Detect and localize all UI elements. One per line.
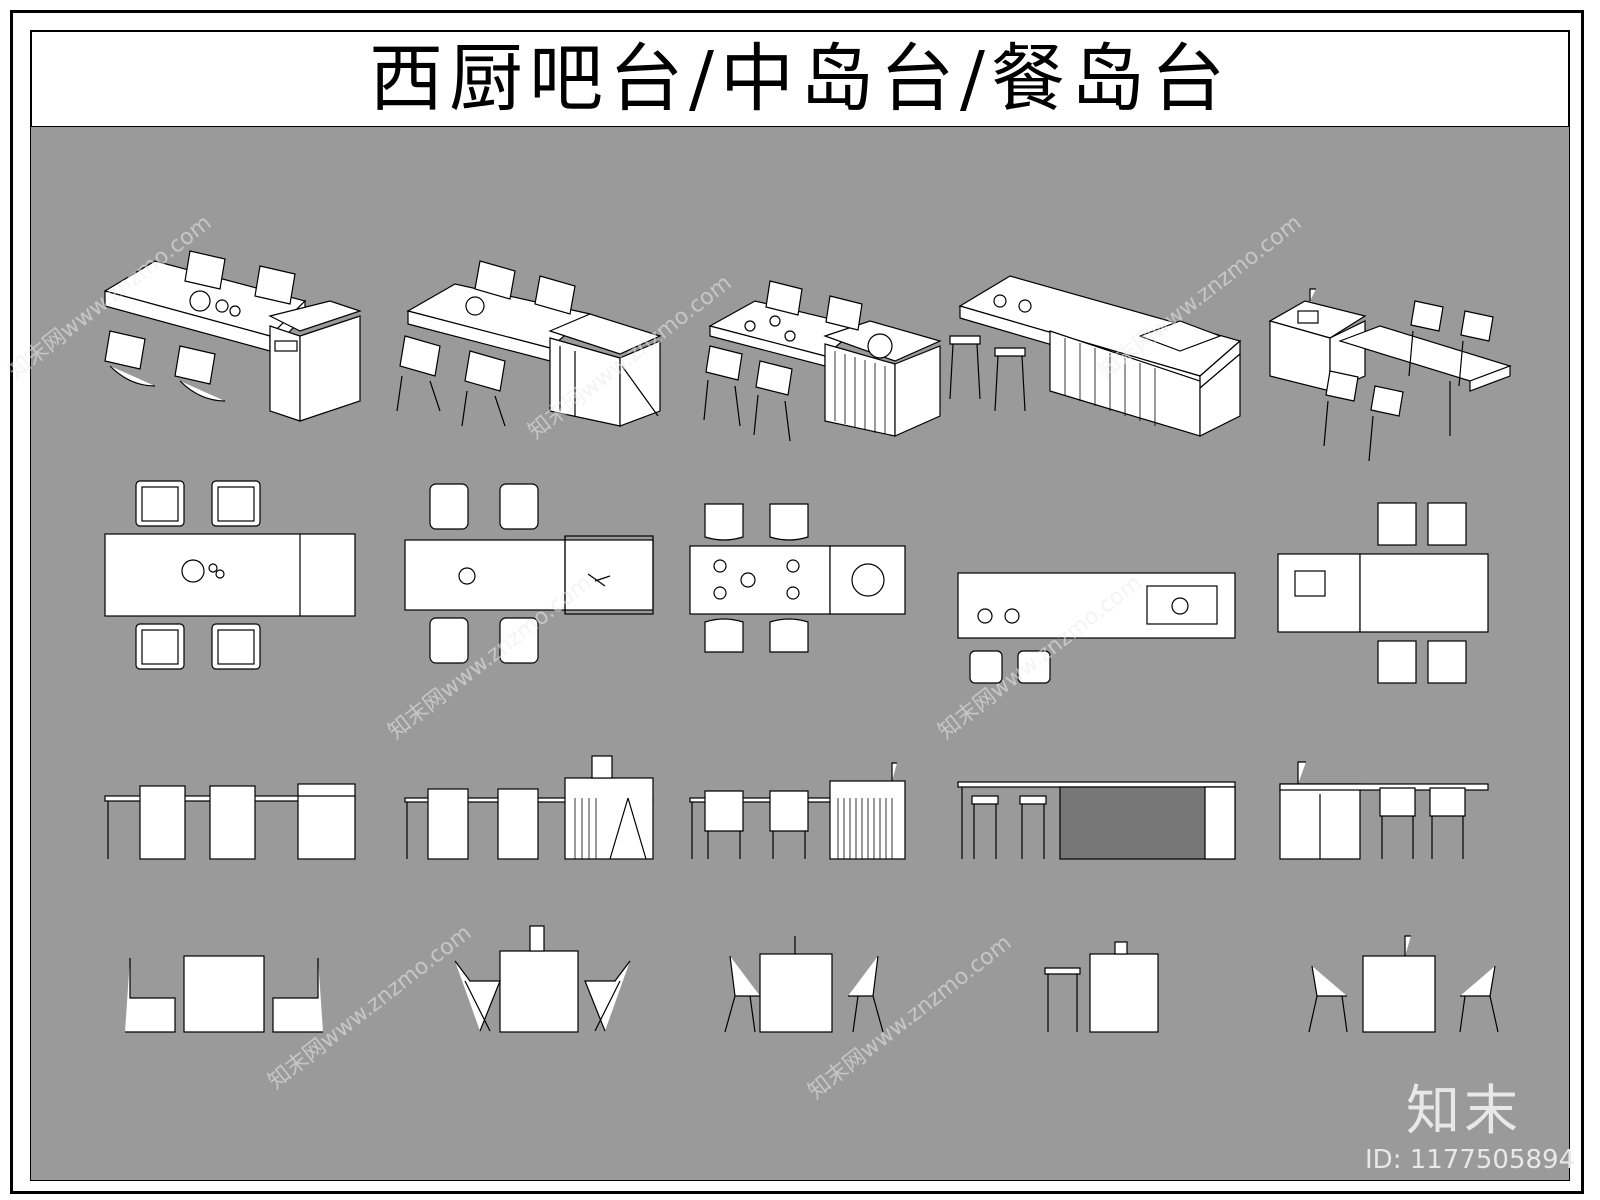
page-title: 西厨吧台/中岛台/餐岛台 [369, 36, 1231, 122]
front-dining-island [689, 762, 906, 860]
side-dining-island [724, 936, 884, 1033]
iso-dining-island [703, 280, 942, 442]
plan-dining-island [689, 503, 906, 653]
furniture-drawings [103, 250, 1512, 1033]
side-kitchen-island [1044, 941, 1159, 1033]
plan-kitchen-island [957, 572, 1236, 684]
outer-frame [10, 10, 1584, 1194]
front-island-folding [404, 755, 654, 860]
front-bar-cantilever [104, 783, 356, 860]
iso-sink-island [1268, 288, 1512, 462]
side-bar-cantilever [125, 955, 323, 1033]
front-kitchen-island [957, 781, 1236, 860]
watermark-brand: 知末 [1406, 1079, 1522, 1142]
front-sink-island [1279, 761, 1489, 860]
watermark-id: ID: 1177505894 [1365, 1145, 1576, 1175]
side-island-folding [454, 925, 631, 1033]
plan-bar-cantilever [104, 480, 356, 670]
title-band: 西厨吧台/中岛台/餐岛台 [30, 30, 1570, 126]
iso-kitchen-island [949, 275, 1242, 437]
iso-bar-cantilever [103, 250, 362, 422]
plan-island-folding [404, 483, 654, 664]
side-sink-island [1308, 935, 1499, 1033]
plan-sink-island [1277, 502, 1489, 684]
iso-island-folding [396, 260, 662, 427]
